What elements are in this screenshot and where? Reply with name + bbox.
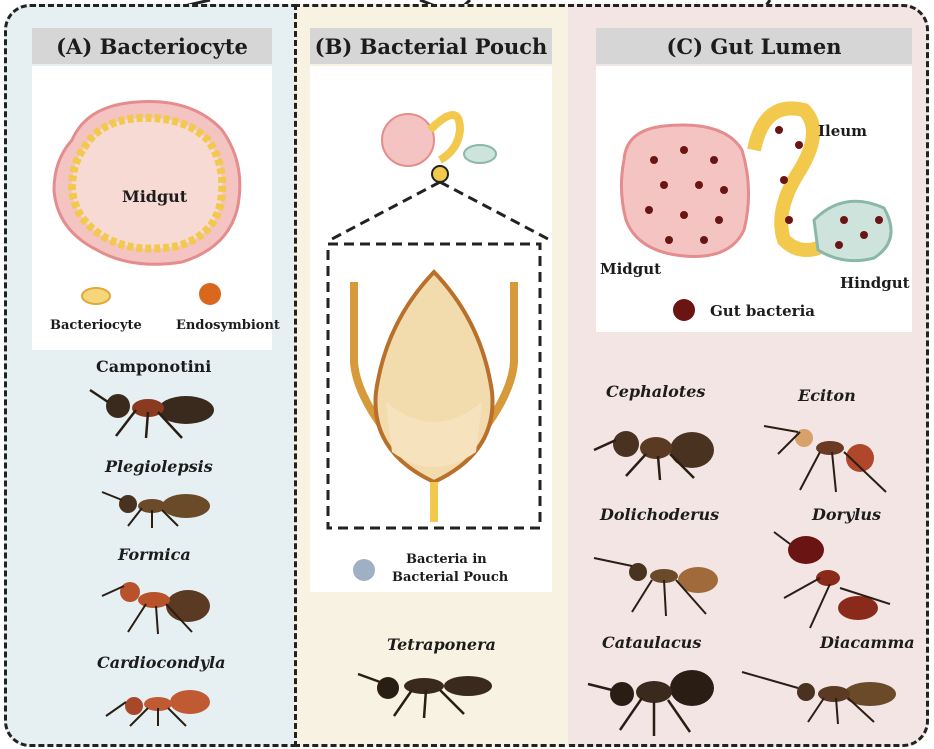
endosymbiont-legend-icon xyxy=(198,282,228,312)
bacteria-in-pouch-legend-line2: Bacterial Pouch xyxy=(392,570,508,585)
hindgut-label: Hindgut xyxy=(840,274,910,292)
ant-illustration-diacamma xyxy=(738,660,908,730)
bacteria-in-pouch-legend-icon xyxy=(352,558,382,588)
genus-label-cataulacus: Cataulacus xyxy=(602,633,701,652)
gut-bacteria-legend-label: Gut bacteria xyxy=(710,302,815,320)
ant-illustration-cephalotes xyxy=(590,414,730,484)
genus-label-eciton: Eciton xyxy=(798,386,856,405)
genus-label-tetraponera: Tetraponera xyxy=(387,635,496,654)
genus-label-dolichoderus: Dolichoderus xyxy=(600,505,719,524)
bacterial-pouch-zoom-box xyxy=(326,242,546,532)
ant-illustration-tetraponera xyxy=(344,660,504,720)
genus-label-camponotini: Camponotini xyxy=(96,357,211,376)
panel-a-title: (A) Bacteriocyte xyxy=(32,28,272,64)
genus-label-dorylus: Dorylus xyxy=(812,505,881,524)
genus-label-plegiolepsis: Plegiolepsis xyxy=(105,457,213,476)
ant-illustration-formica xyxy=(84,570,224,640)
ant-illustration-camponotini xyxy=(86,380,226,440)
genus-label-formica: Formica xyxy=(118,545,191,564)
ant-illustration-cardiocondyla xyxy=(86,680,226,730)
genus-label-diacamma: Diacamma xyxy=(820,633,915,652)
ant-illustration-dolichoderus xyxy=(588,540,738,620)
bacteriocyte-legend-label: Bacteriocyte xyxy=(50,318,142,333)
bacteriocyte-legend-icon xyxy=(80,286,120,310)
panel-b-title: (B) Bacterial Pouch xyxy=(310,28,552,64)
genus-label-cardiocondyla: Cardiocondyla xyxy=(97,653,225,672)
ant-illustration-eciton xyxy=(756,408,906,498)
midgut-label-c: Midgut xyxy=(600,260,661,278)
bacteria-in-pouch-legend-line1: Bacteria in xyxy=(406,552,487,567)
midgut-label: Midgut xyxy=(122,187,187,206)
gut-bacteria-legend-icon xyxy=(672,298,702,328)
gut-lumen-illustration xyxy=(604,90,904,280)
endosymbiont-legend-label: Endosymbiont xyxy=(176,318,280,333)
zoom-indicator-lines xyxy=(320,172,560,242)
ant-illustration-plegiolepsis xyxy=(82,482,222,532)
ant-illustration-cataulacus xyxy=(584,660,724,740)
genus-label-cephalotes: Cephalotes xyxy=(606,382,705,401)
ant-illustration-dorylus xyxy=(770,528,920,638)
midgut-bacteriocyte-illustration xyxy=(32,70,272,270)
ileum-label: Ileum xyxy=(818,122,867,140)
panel-c-title: (C) Gut Lumen xyxy=(596,28,912,64)
